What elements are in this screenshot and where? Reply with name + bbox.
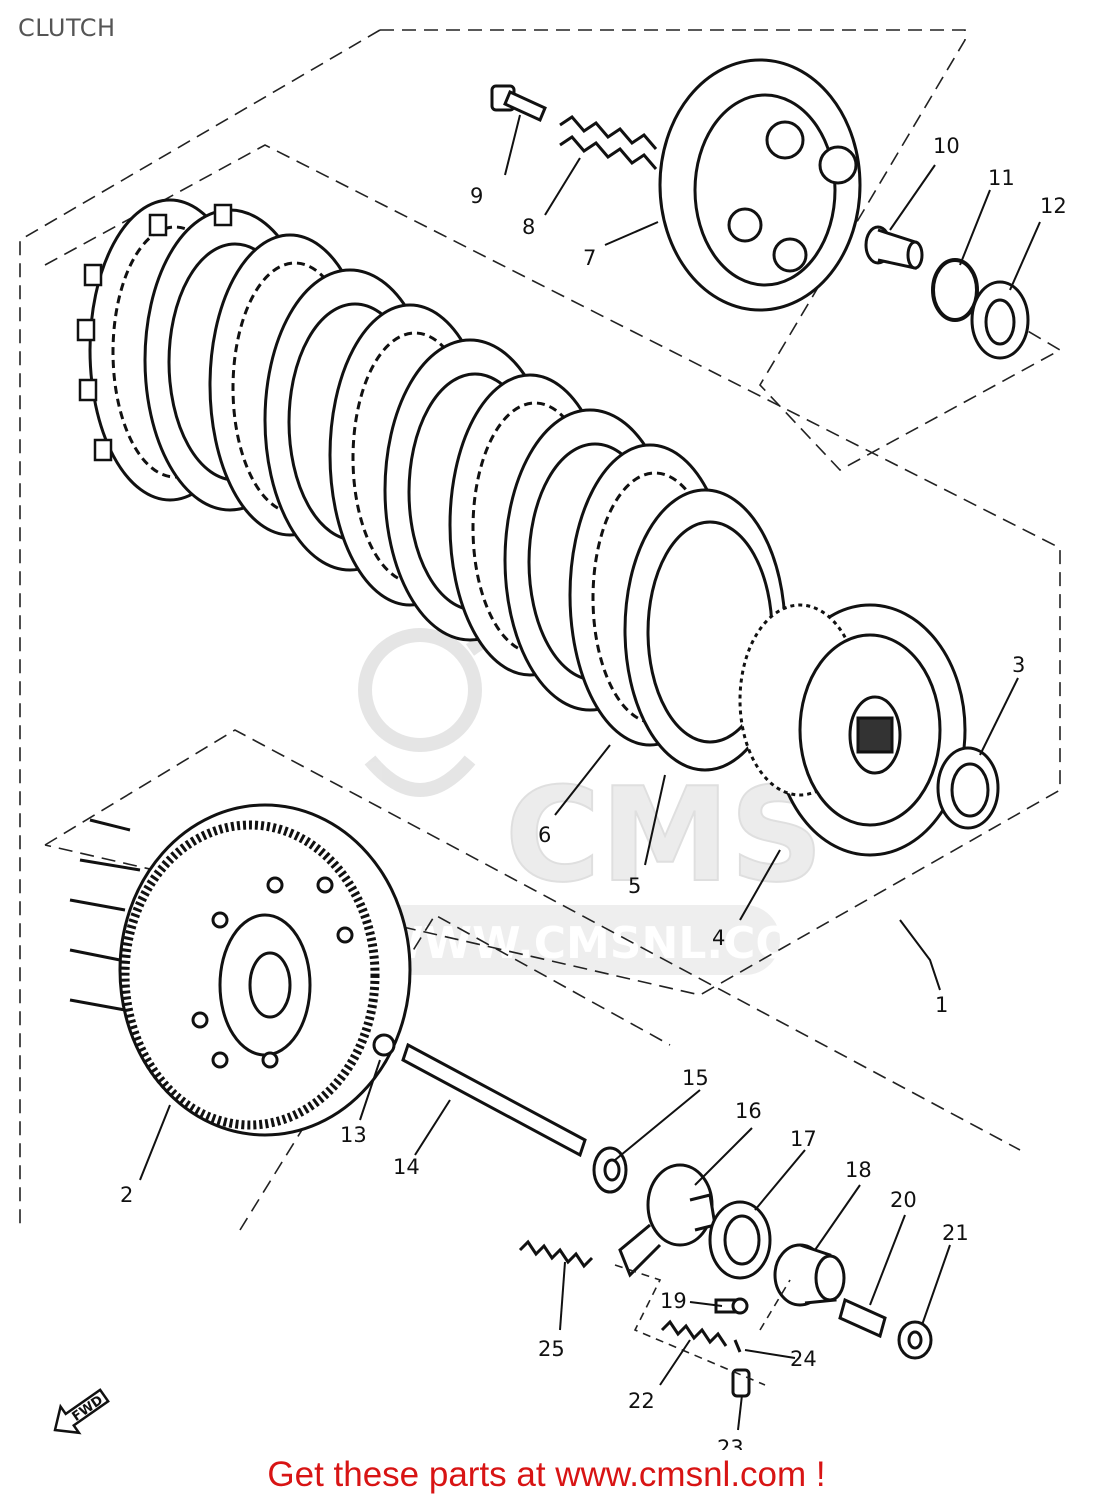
callout-5: 5 (628, 874, 641, 898)
clutch-boss (738, 603, 967, 857)
callout-19: 19 (660, 1289, 687, 1313)
callout-23: 23 (717, 1436, 744, 1450)
callout-11: 11 (988, 166, 1015, 190)
clutch-exploded-diagram: CMS WWW.CMSNL.COM (19, 29, 1067, 1450)
callout-15: 15 (682, 1066, 709, 1090)
callout-8: 8 (522, 215, 535, 239)
clip (733, 1339, 742, 1353)
callout-25: 25 (538, 1337, 565, 1361)
callout-4: 4 (712, 926, 725, 950)
lever-spring (518, 1239, 594, 1269)
callout-17: 17 (790, 1127, 817, 1151)
cms-watermark: CMS WWW.CMSNL.COM (358, 618, 837, 975)
clutch-housing (69, 803, 412, 1137)
clutch-plate-stack (76, 198, 787, 772)
callout-22: 22 (628, 1389, 655, 1413)
callout-20: 20 (890, 1188, 917, 1212)
adjuster-housing (773, 1243, 846, 1307)
pin (731, 1368, 751, 1398)
callout-14: 14 (393, 1155, 420, 1179)
steel-ball (372, 1033, 396, 1057)
clutch-spring (559, 115, 658, 170)
callout-21: 21 (942, 1221, 969, 1245)
plate-tabs (76, 203, 233, 462)
push-piece (864, 225, 924, 270)
callout-18: 18 (845, 1158, 872, 1182)
bearing (592, 1146, 628, 1194)
lock-nut (897, 1320, 933, 1360)
callout-10: 10 (933, 134, 960, 158)
plain-washer (970, 280, 1030, 360)
callout-3: 3 (1012, 653, 1025, 677)
callout-labels: 1 2 3 4 5 6 7 8 9 10 11 12 13 14 15 16 1… (120, 134, 1067, 1450)
fwd-arrow-icon: FWD (53, 1388, 110, 1435)
thrust-washer (936, 746, 1000, 830)
watermark-url: WWW.CMSNL.COM (375, 918, 837, 969)
callout-1: 1 (935, 993, 948, 1017)
callout-7: 7 (583, 246, 596, 270)
push-lever (618, 1163, 717, 1278)
callout-2: 2 (120, 1183, 133, 1207)
push-rod (401, 1042, 587, 1158)
callout-leaders (139, 114, 1041, 1431)
callout-13: 13 (340, 1123, 367, 1147)
callout-12: 12 (1040, 194, 1067, 218)
footer-link[interactable]: Get these parts at www.cmsnl.com ! (267, 1455, 826, 1494)
return-spring (660, 1319, 728, 1347)
adjusting-screw (838, 1297, 887, 1339)
adjuster-outline (614, 1264, 791, 1386)
circlip (931, 258, 979, 322)
callout-24: 24 (790, 1347, 817, 1371)
callout-6: 6 (538, 823, 551, 847)
clutch-bolt (490, 84, 547, 123)
page-title: CLUTCH (18, 14, 116, 42)
oil-seal (708, 1200, 772, 1280)
callout-9: 9 (470, 184, 483, 208)
pressure-plate (658, 58, 862, 312)
screw (714, 1297, 749, 1315)
callout-16: 16 (735, 1099, 762, 1123)
